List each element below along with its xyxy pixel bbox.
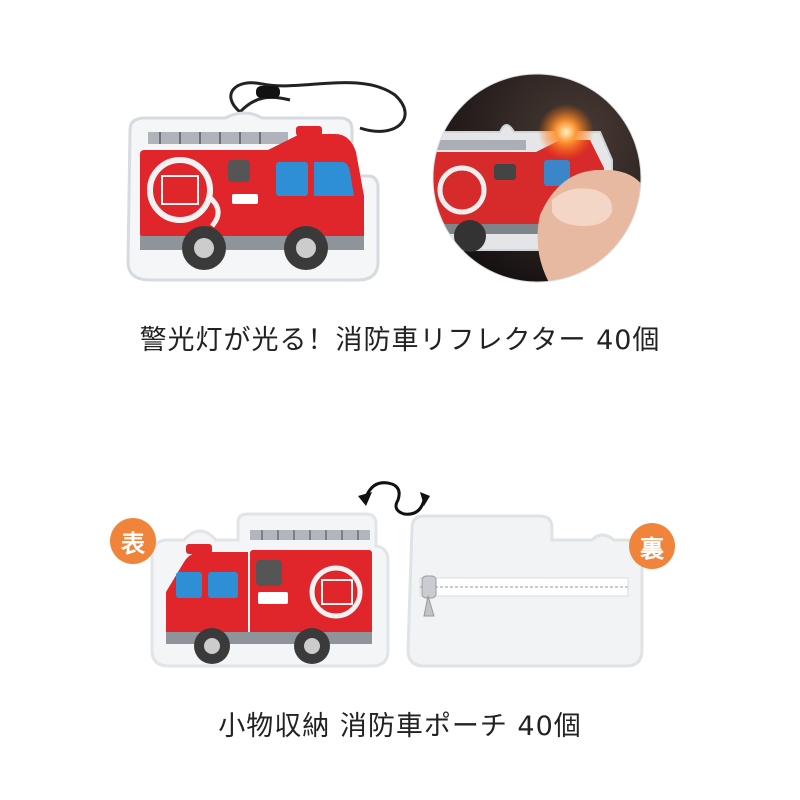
badge-back: 裏 bbox=[629, 523, 675, 569]
badge-front: 表 bbox=[110, 518, 156, 564]
reflector-caption: 警光灯が光る！消防車リフレクター 40個 bbox=[139, 325, 661, 356]
pouch-caption: 小物収納 消防車ポーチ 40個 bbox=[218, 711, 582, 742]
